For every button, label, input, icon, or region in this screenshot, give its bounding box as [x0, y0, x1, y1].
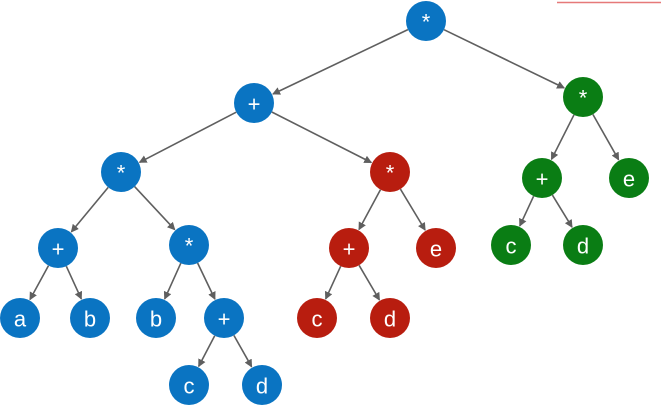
tree-edge-g1-g3 [592, 114, 620, 161]
tree-node-blue-n2: + [234, 83, 274, 123]
node-label: d [256, 374, 268, 399]
tree-edge-n1-g1 [443, 28, 565, 89]
node-circle [70, 298, 110, 338]
tree-node-blue-n1: * [406, 1, 446, 41]
node-label: + [536, 167, 549, 192]
tree-node-green-g5: d [563, 225, 603, 265]
tree-node-blue-n4: + [38, 228, 78, 268]
node-label: b [150, 307, 162, 332]
tree-edge-r2-r4 [324, 265, 342, 300]
node-circle [169, 365, 209, 405]
node-circle [204, 298, 244, 338]
node-label: * [185, 234, 194, 259]
node-label: c [506, 234, 517, 259]
tree-node-green-g1: * [563, 77, 603, 117]
tree-edge-n4-n6 [65, 265, 83, 300]
node-circle [563, 77, 603, 117]
node-label: e [623, 167, 635, 192]
tree-node-blue-n6: b [70, 298, 110, 338]
node-circle [169, 225, 209, 265]
node-circle [242, 365, 282, 405]
tree-edge-g2-g5 [551, 194, 573, 228]
node-label: * [117, 161, 126, 186]
node-label: + [52, 237, 65, 262]
node-label: a [14, 307, 27, 332]
node-circle [609, 158, 649, 198]
node-circle [136, 298, 176, 338]
tree-edge-r2-r5 [358, 264, 381, 301]
tree-edge-g1-g2 [550, 114, 575, 161]
node-label: c [312, 307, 323, 332]
tree-edge-n9-n10 [197, 335, 216, 368]
tree-edges [29, 28, 620, 368]
tree-node-blue-n7: * [169, 225, 209, 265]
tree-edge-n2-r1 [271, 111, 373, 164]
tree-edge-n7-n8 [163, 262, 182, 300]
node-circle [563, 225, 603, 265]
tree-node-blue-n5: a [0, 298, 40, 338]
tree-edge-n1-n2 [272, 28, 409, 95]
node-label: + [343, 237, 356, 262]
tree-node-green-g2: + [522, 158, 562, 198]
tree-nodes: * + * + a b * b + c d * + e c d * + e c d [0, 1, 649, 405]
tree-edge-r1-r3 [399, 188, 426, 231]
tree-node-red-r2: + [329, 228, 369, 268]
node-label: * [579, 86, 588, 111]
tree-edge-n7-n9 [196, 262, 216, 301]
tree-edge-g2-g4 [519, 195, 535, 227]
node-circle [234, 83, 274, 123]
node-circle [406, 1, 446, 41]
tree-edge-r1-r2 [358, 189, 382, 231]
tree-node-green-g4: c [491, 225, 531, 265]
node-circle [297, 298, 337, 338]
tree-node-red-r5: d [370, 298, 410, 338]
node-label: c [184, 374, 195, 399]
node-label: d [577, 234, 589, 259]
tree-edge-n3-n4 [70, 186, 109, 233]
tree-node-red-r3: e [416, 228, 456, 268]
node-label: * [422, 10, 431, 35]
node-label: d [384, 307, 396, 332]
tree-node-red-r1: * [370, 152, 410, 192]
tree-edge-n3-n7 [134, 186, 176, 231]
tree-edge-n9-n11 [233, 335, 253, 368]
node-label: e [430, 237, 442, 262]
tree-edge-n2-n3 [138, 111, 237, 164]
node-circle [38, 228, 78, 268]
node-circle [370, 152, 410, 192]
tree-node-blue-n9: + [204, 298, 244, 338]
node-label: b [84, 307, 96, 332]
node-label: + [218, 307, 231, 332]
node-circle [101, 152, 141, 192]
node-circle [370, 298, 410, 338]
tree-node-blue-n3: * [101, 152, 141, 192]
node-circle [522, 158, 562, 198]
tree-node-green-g3: e [609, 158, 649, 198]
tree-node-blue-n8: b [136, 298, 176, 338]
tree-node-red-r4: c [297, 298, 337, 338]
node-label: + [248, 92, 261, 117]
node-circle [416, 228, 456, 268]
tree-node-blue-n10: c [169, 365, 209, 405]
node-label: * [386, 161, 395, 186]
node-circle [329, 228, 369, 268]
node-circle [491, 225, 531, 265]
tree-node-blue-n11: d [242, 365, 282, 405]
tree-edge-n4-n5 [29, 265, 50, 301]
node-circle [0, 298, 40, 338]
